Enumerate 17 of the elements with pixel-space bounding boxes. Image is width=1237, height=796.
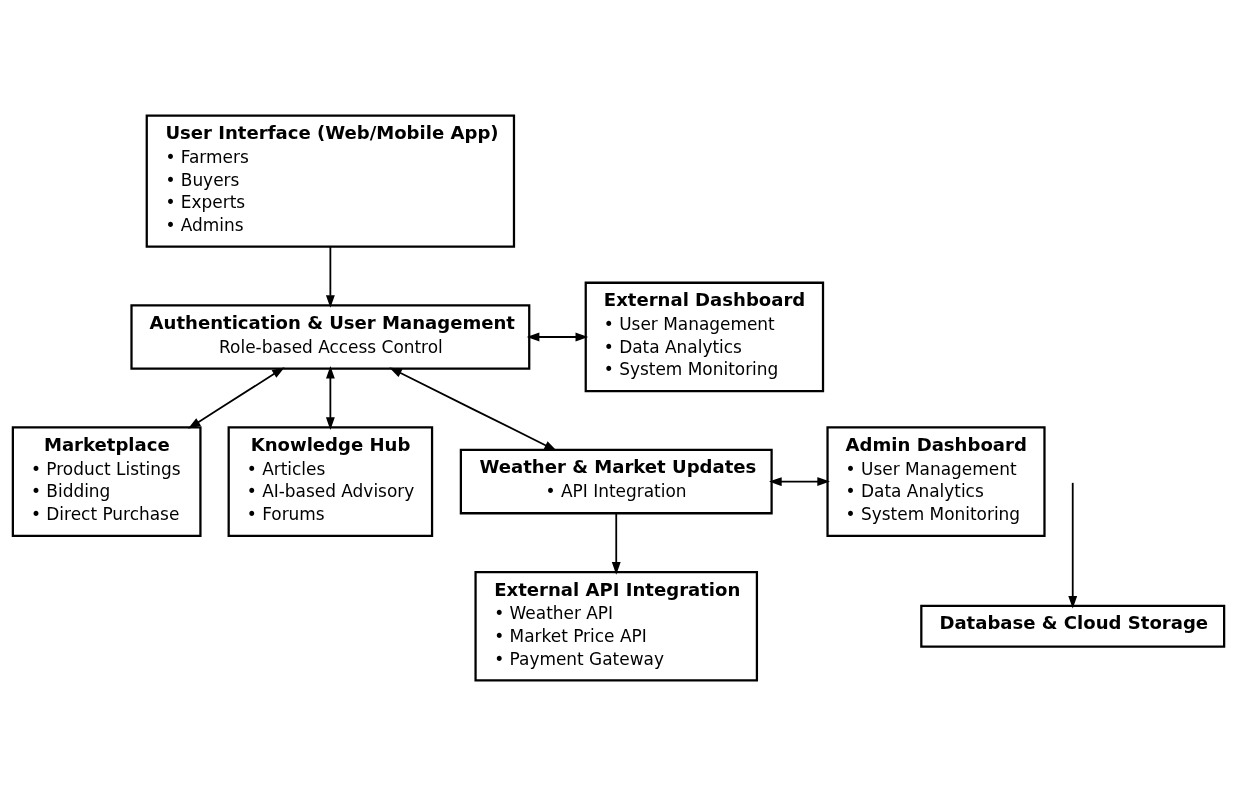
node-box: Marketplace • Product Listings • Bidding • Direct Purchase <box>11 426 202 537</box>
node-box: Knowledge Hub • Articles • AI-based Advisory • Forums <box>227 426 434 537</box>
node-box: Database & Cloud Storage <box>920 604 1226 648</box>
node-box: Weather & Market Updates • API Integration <box>459 448 773 515</box>
arrow <box>325 365 335 431</box>
node-box: External Dashboard • User Management • Data Analytics • System Monitoring <box>584 281 825 393</box>
arrow <box>769 477 830 487</box>
node-box: External API Integration • Weather API • Market Price API • Payment Gateway <box>474 570 759 682</box>
node-box: Admin Dashboard • User Management • Data Analytics • System Monitoring <box>826 426 1046 537</box>
arrow <box>1068 481 1078 609</box>
node-box: User Interface (Web/Mobile App) • Farmers • Buyers • Experts • Admins <box>145 114 516 248</box>
node-box: Authentication & User Management Role-based Access Control <box>130 304 531 370</box>
arrow <box>389 367 557 451</box>
arrow <box>187 367 285 429</box>
arrow <box>526 332 589 342</box>
arrow <box>611 512 621 575</box>
arrow <box>325 246 335 308</box>
